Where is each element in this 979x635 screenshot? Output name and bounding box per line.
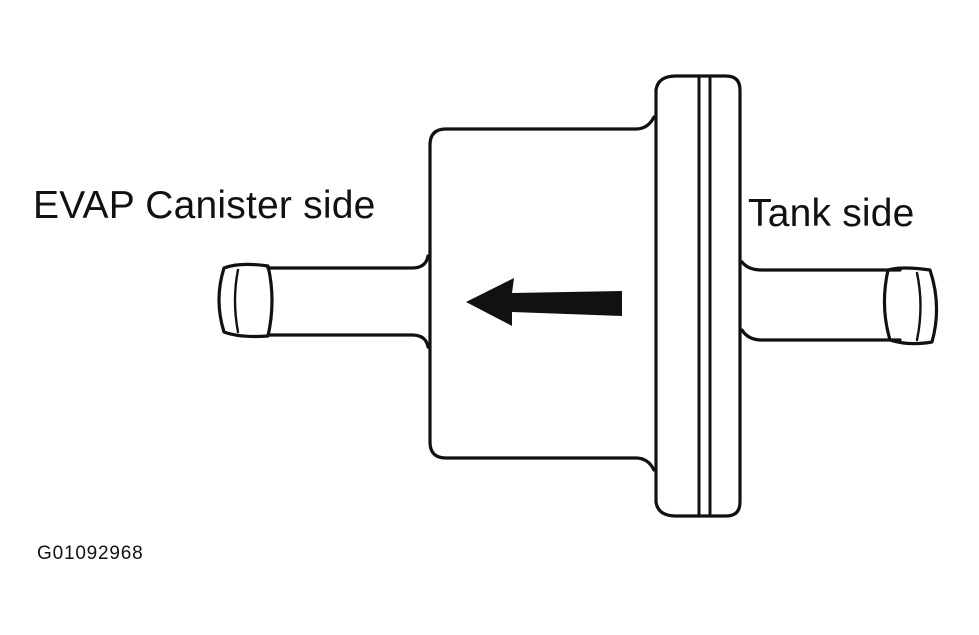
right-hose-nipple [740, 260, 939, 346]
figure-id: G01092968 [37, 543, 144, 564]
tank-side-label: Tank side [748, 192, 915, 235]
evap-canister-side-label: EVAP Canister side [33, 184, 376, 227]
filter-body [428, 115, 656, 472]
left-hose-nipple [217, 254, 430, 349]
filter-flange [654, 74, 742, 518]
arrow-left-icon [466, 278, 622, 326]
